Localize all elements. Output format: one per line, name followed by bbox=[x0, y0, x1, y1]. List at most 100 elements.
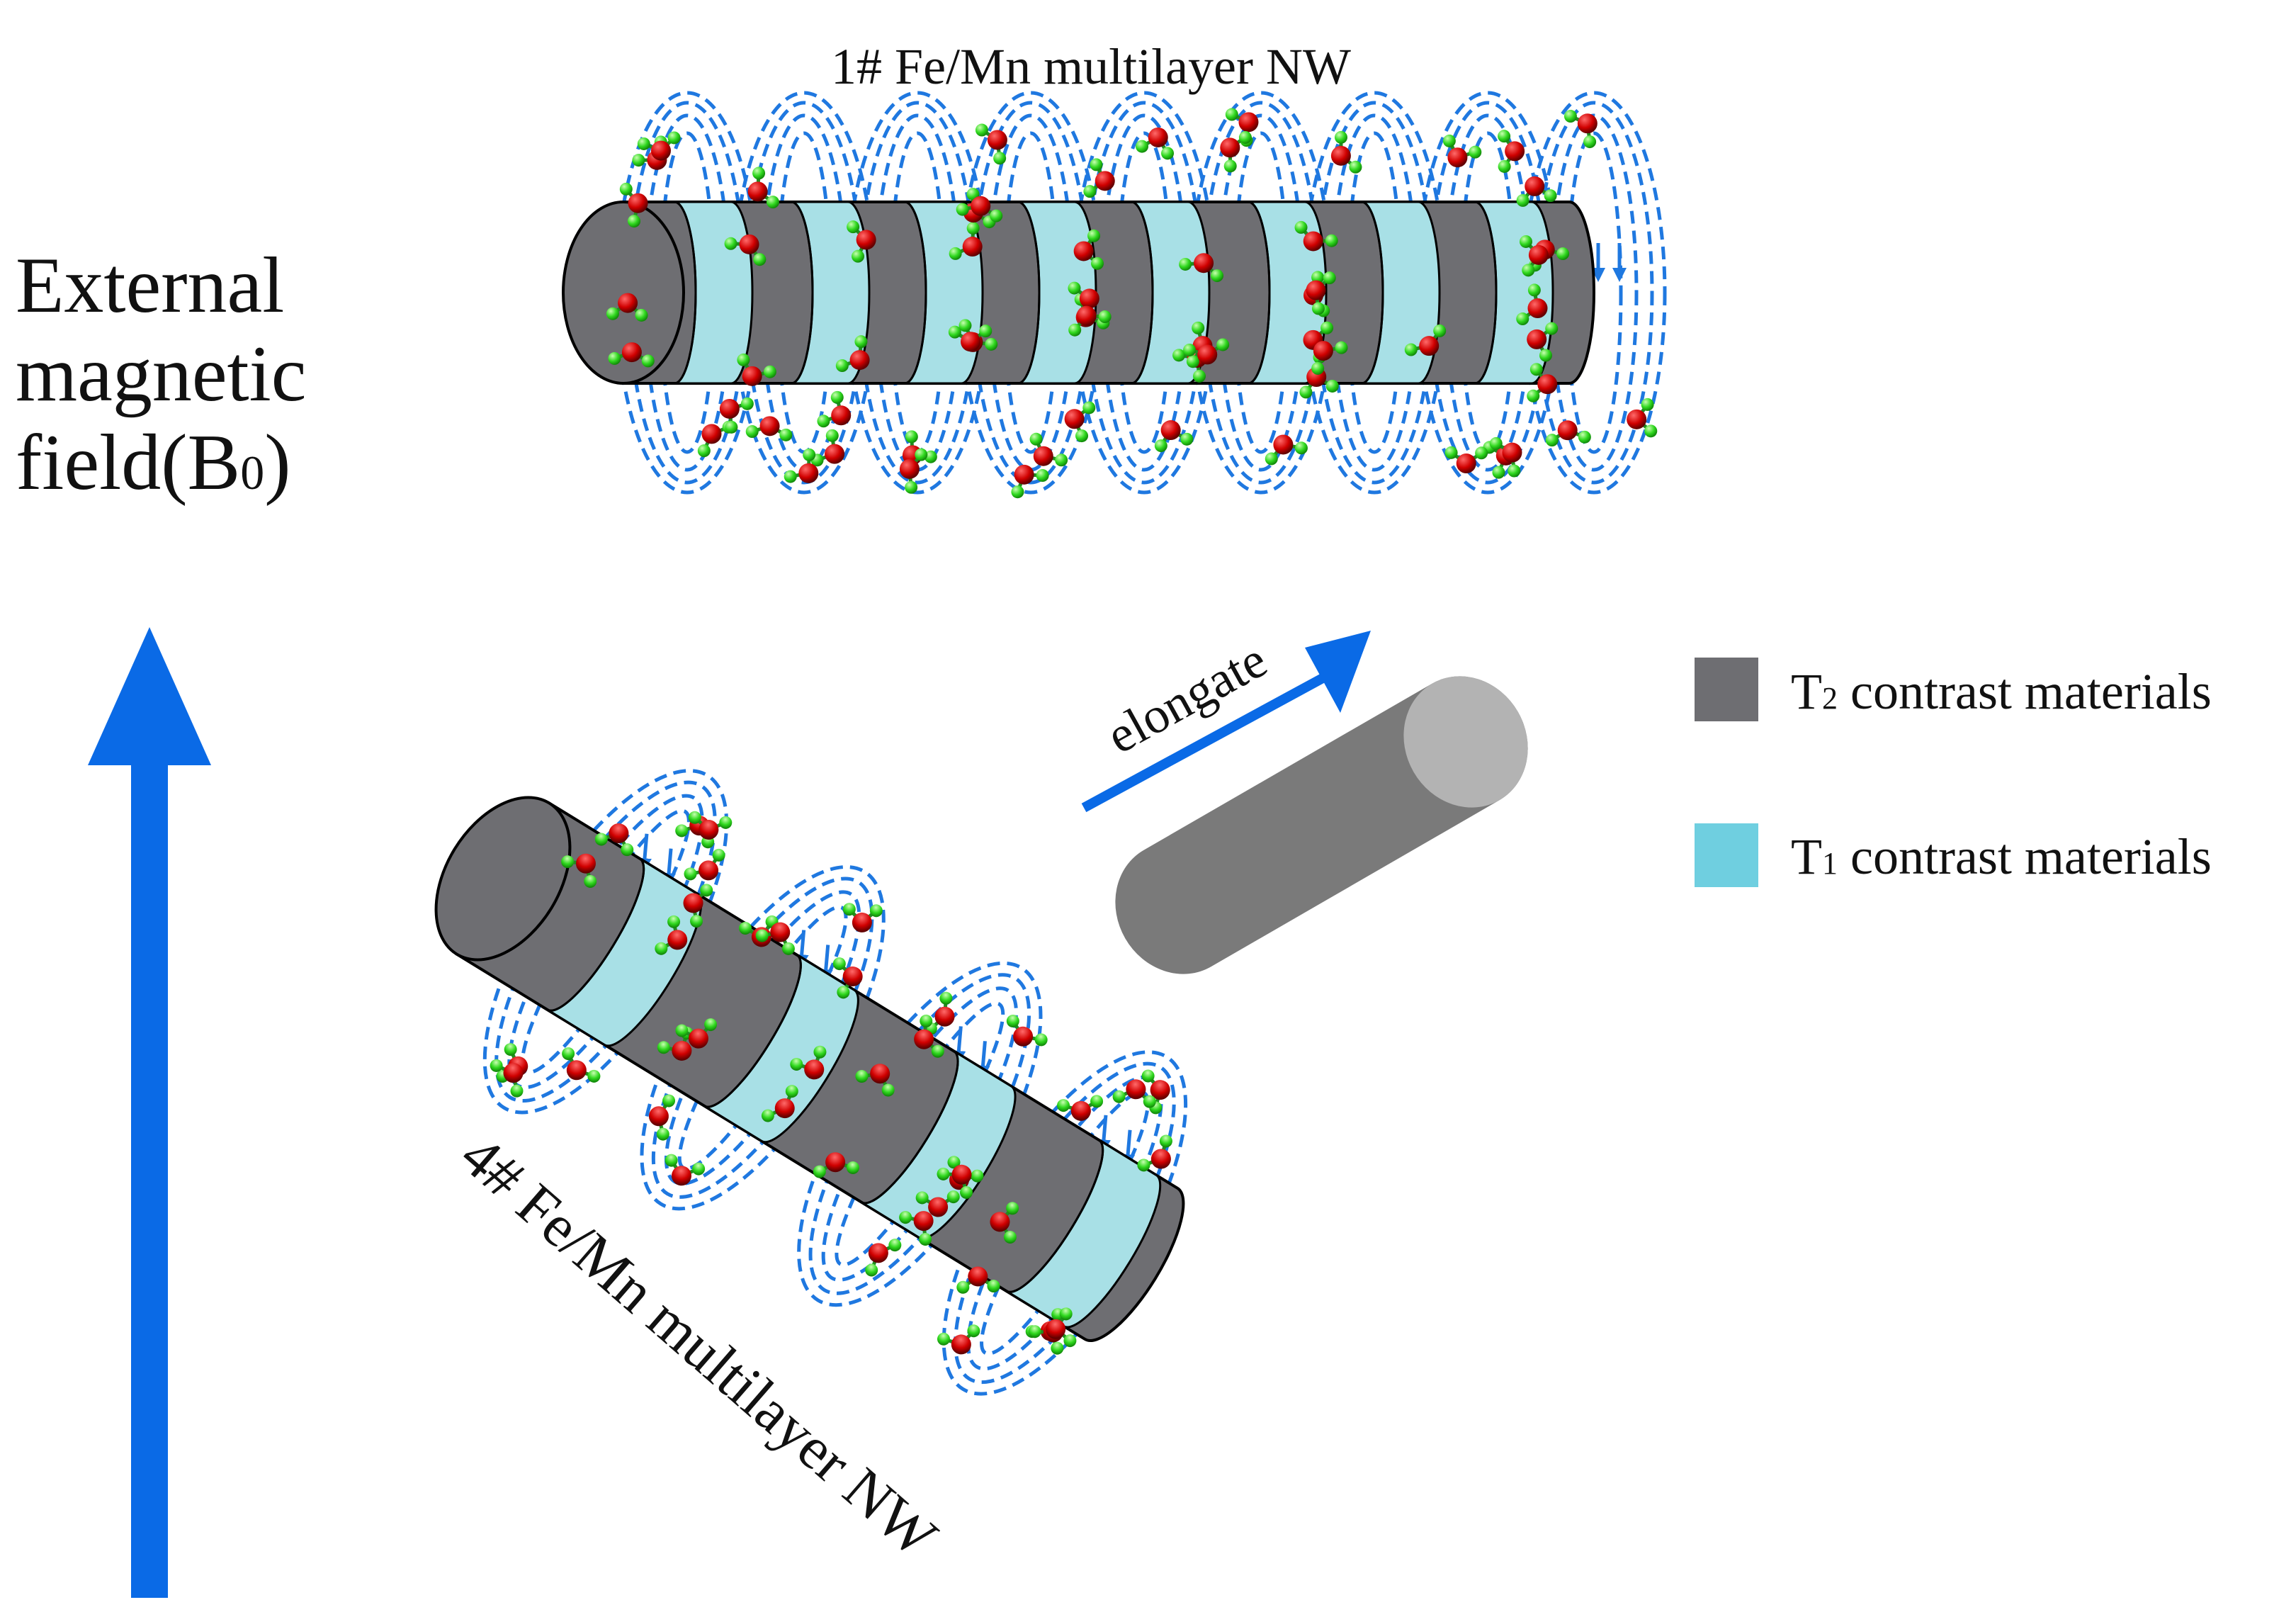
hydrogen-atom bbox=[1265, 452, 1278, 466]
hydrogen-atom bbox=[608, 351, 621, 365]
oxygen-atom bbox=[804, 1059, 825, 1080]
hydrogen-atom bbox=[662, 1094, 676, 1107]
segment-boundary bbox=[791, 201, 814, 385]
water-molecule bbox=[1046, 1307, 1077, 1348]
hydrogen-atom bbox=[1098, 310, 1112, 324]
hydrogen-atom bbox=[1036, 469, 1049, 483]
hydrogen-atom bbox=[1006, 1015, 1019, 1028]
water-molecule bbox=[665, 1154, 706, 1186]
water-molecule bbox=[1516, 283, 1548, 326]
hydrogen-atom bbox=[1334, 130, 1347, 144]
hydrogen-atom bbox=[803, 448, 816, 461]
hydrogen-atom bbox=[1545, 322, 1559, 335]
hydrogen-atom bbox=[985, 337, 998, 351]
hydrogen-atom bbox=[504, 1043, 517, 1056]
hydrogen-atom bbox=[766, 196, 779, 209]
hydrogen-atom bbox=[852, 249, 865, 263]
hydrogen-atom bbox=[1578, 430, 1591, 444]
hydrogen-atom bbox=[1522, 264, 1535, 277]
elongate-label: elongate bbox=[1097, 631, 1276, 765]
hydrogen-atom bbox=[905, 480, 918, 494]
hydrogen-atom bbox=[958, 319, 972, 332]
segment-boundary bbox=[1248, 201, 1271, 385]
water-molecule bbox=[1183, 338, 1230, 365]
hydrogen-atom bbox=[584, 874, 597, 888]
water-molecule bbox=[1498, 130, 1525, 173]
water-molecule bbox=[899, 1211, 934, 1246]
hydrogen-atom bbox=[784, 470, 797, 483]
hydrogen-atom bbox=[779, 428, 793, 441]
hydrogen-atom bbox=[966, 222, 980, 235]
bottom-nanowire bbox=[434, 769, 1188, 1396]
oxygen-atom bbox=[856, 230, 876, 250]
segment-boundary bbox=[1017, 201, 1041, 385]
water-molecule bbox=[956, 196, 1003, 222]
segment-boundary bbox=[861, 1050, 959, 1205]
water-molecule bbox=[1083, 158, 1115, 198]
water-molecule bbox=[737, 353, 776, 386]
water-molecule bbox=[490, 1059, 524, 1098]
hydrogen-atom bbox=[905, 430, 918, 444]
segment-boundary bbox=[1361, 201, 1384, 385]
water-molecule bbox=[761, 1085, 798, 1122]
oxygen-atom bbox=[1419, 336, 1440, 356]
hydrogen-atom bbox=[1137, 1159, 1150, 1172]
water-molecule bbox=[1516, 176, 1557, 207]
oxygen-atom bbox=[1527, 329, 1547, 349]
water-molecule bbox=[1265, 434, 1308, 466]
hydrogen-atom bbox=[606, 307, 619, 320]
oxygen-atom bbox=[1303, 231, 1323, 252]
hydrogen-atom bbox=[1006, 1202, 1019, 1215]
water-molecule bbox=[835, 335, 870, 373]
water-molecule bbox=[847, 220, 876, 263]
hydrogen-atom bbox=[740, 397, 754, 410]
top-water-molecules bbox=[606, 108, 1658, 499]
elongated-rod bbox=[1115, 676, 1528, 974]
oxygen-atom bbox=[870, 1064, 890, 1084]
oxygen-atom bbox=[825, 444, 845, 464]
hydrogen-atom bbox=[1294, 220, 1308, 234]
hydrogen-atom bbox=[1091, 257, 1104, 270]
hydrogen-atom bbox=[1068, 323, 1082, 337]
oxygen-atom bbox=[672, 1040, 692, 1061]
water-molecule bbox=[747, 167, 779, 209]
segment-boundary bbox=[904, 201, 927, 385]
hydrogen-atom bbox=[1545, 434, 1559, 447]
hydrogen-atom bbox=[939, 991, 953, 1005]
hydrogen-atom bbox=[1311, 302, 1325, 315]
water-molecule bbox=[1112, 1079, 1156, 1108]
hydrogen-atom bbox=[1028, 1325, 1041, 1338]
oxygen-atom bbox=[609, 823, 629, 844]
oxygen-atom bbox=[1064, 409, 1085, 429]
oxygen-atom bbox=[621, 342, 642, 363]
hydrogen-atom bbox=[1090, 1095, 1104, 1108]
hydrogen-atom bbox=[915, 448, 928, 461]
oxygen-atom bbox=[1095, 171, 1115, 191]
water-molecule bbox=[1627, 398, 1658, 438]
hydrogen-atom bbox=[1223, 159, 1237, 173]
water-molecule bbox=[719, 397, 754, 434]
hydrogen-atom bbox=[700, 884, 713, 897]
oxygen-atom bbox=[1447, 147, 1468, 168]
water-molecule bbox=[899, 448, 928, 494]
hydrogen-atom bbox=[1498, 130, 1511, 143]
hydrogen-atom bbox=[1055, 453, 1068, 467]
oxygen-atom bbox=[667, 930, 688, 950]
hydrogen-atom bbox=[656, 1127, 669, 1141]
hydrogen-atom bbox=[1498, 159, 1511, 173]
hydrogen-atom bbox=[1492, 466, 1505, 479]
oxygen-atom bbox=[962, 237, 983, 257]
oxygen-atom bbox=[1456, 453, 1476, 474]
hydrogen-atom bbox=[847, 220, 860, 234]
hydrogen-atom bbox=[641, 354, 655, 368]
oxygen-atom bbox=[849, 350, 870, 371]
hydrogen-atom bbox=[813, 1165, 826, 1178]
segment-boundary bbox=[674, 201, 697, 385]
hydrogen-atom bbox=[785, 1085, 798, 1098]
hydrogen-atom bbox=[1349, 160, 1362, 174]
water-molecule bbox=[915, 1190, 960, 1217]
oxygen-atom bbox=[1537, 374, 1558, 395]
water-molecule bbox=[755, 922, 795, 955]
water-molecule bbox=[648, 1094, 676, 1141]
oxygen-atom bbox=[1194, 253, 1214, 274]
